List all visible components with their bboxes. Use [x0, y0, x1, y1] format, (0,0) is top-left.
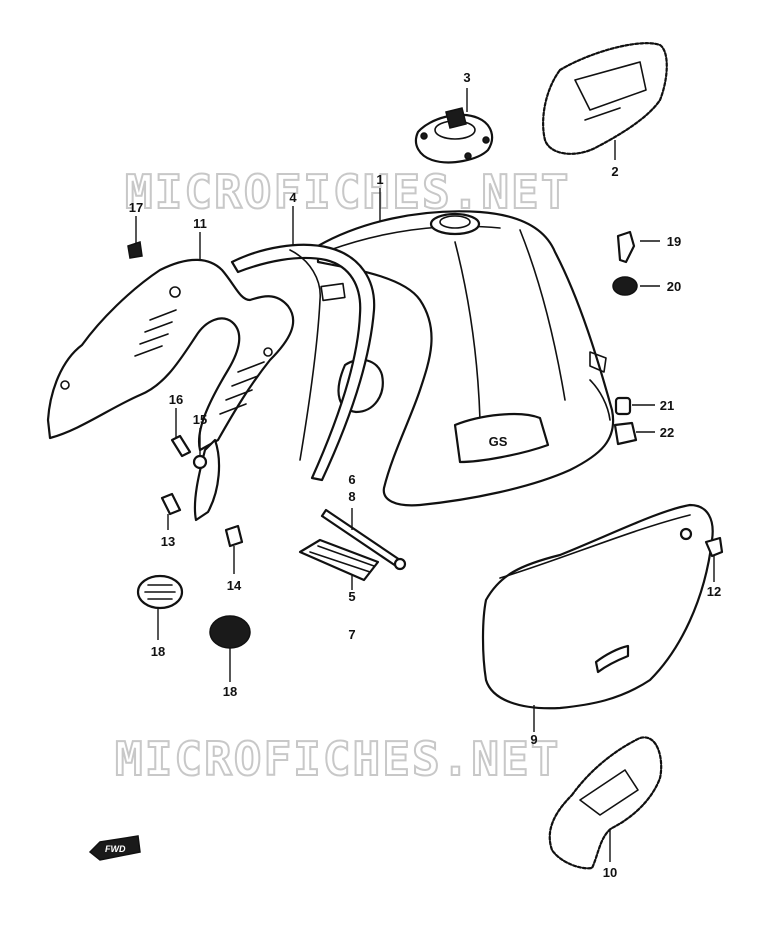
leader-lines [135, 88, 715, 862]
callout-10: 10 [603, 865, 617, 880]
callout-7: 7 [348, 627, 355, 642]
callout-15: 15 [193, 412, 207, 427]
callout-19: 19 [667, 234, 681, 249]
callout-13: 13 [161, 534, 175, 549]
callout-18-lower: 18 [223, 684, 237, 699]
forward-arrow-icon: FWD [88, 835, 141, 861]
forward-label: FWD [105, 844, 126, 854]
tie-strap [320, 508, 407, 571]
callout-6: 6 [348, 472, 355, 487]
callout-14: 14 [227, 578, 242, 593]
callout-17: 17 [129, 200, 143, 215]
callout-11: 11 [193, 216, 207, 231]
callout-9: 9 [530, 732, 537, 747]
callout-18-upper: 18 [151, 644, 165, 659]
right-side-cover [481, 503, 714, 710]
fuel-cap [414, 107, 494, 164]
callout-12: 12 [707, 584, 721, 599]
hardware [127, 230, 724, 649]
fuel-tank: GS [316, 210, 615, 507]
left-frame-cover [46, 258, 295, 522]
callout-20: 20 [667, 279, 681, 294]
callout-16: 16 [169, 392, 183, 407]
callout-8: 8 [348, 489, 355, 504]
watermark-bottom: MICROFICHES.NET [115, 732, 560, 786]
rubber-pad [298, 538, 380, 582]
callout-21: 21 [660, 398, 674, 413]
watermark-top: MICROFICHES.NET [125, 165, 570, 219]
callout-4: 4 [289, 190, 297, 205]
tank-emblem-upper [542, 42, 668, 155]
callout-5: 5 [348, 589, 355, 604]
callout-3: 3 [463, 70, 470, 85]
tank-badge: GS [489, 434, 508, 449]
tank-cushion-strip [230, 243, 376, 482]
side-cover-emblem [548, 736, 663, 870]
callout-22: 22 [660, 425, 674, 440]
callout-2: 2 [611, 164, 618, 179]
callout-1: 1 [376, 172, 383, 187]
